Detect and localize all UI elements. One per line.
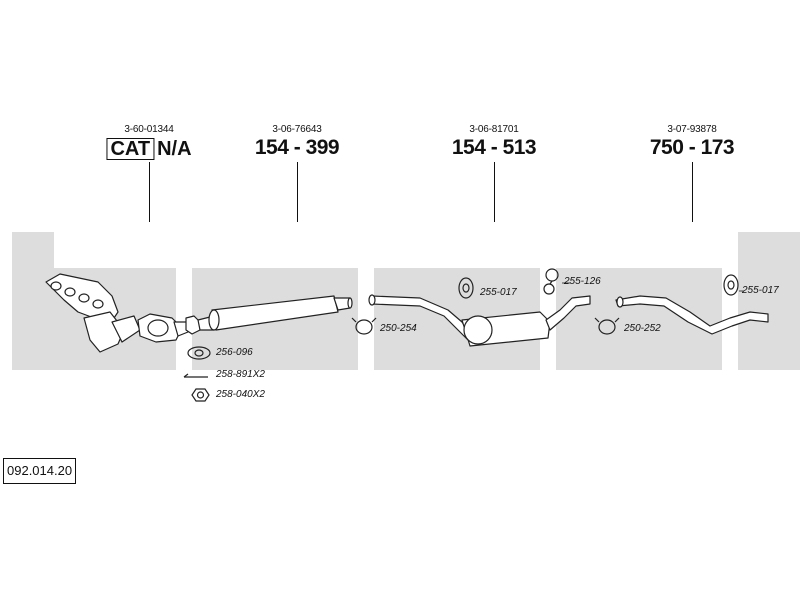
rubber-mount-icon	[458, 277, 474, 299]
nut-icon	[191, 388, 210, 402]
oe-ref-1: 3-60-01344	[124, 124, 174, 135]
cat-badge: CAT	[106, 138, 155, 160]
rubber-mount-icon	[723, 274, 739, 296]
section-band-4b	[738, 232, 800, 370]
gasket-icon	[187, 346, 211, 360]
fitting-label-mount-2: 255-126	[564, 276, 601, 287]
fitting-label-mount-1: 255-017	[480, 287, 517, 298]
oe-ref-3: 3-06-81701	[469, 124, 519, 135]
rear-silencer-icon	[368, 294, 591, 347]
fitting-label-mount-3: 255-017	[742, 285, 779, 296]
part-no-3: 154 - 513	[451, 136, 537, 159]
rubber-mount-icon	[543, 268, 559, 295]
part-no-2: 154 - 399	[254, 136, 340, 159]
oe-ref-4: 3-07-93878	[667, 124, 717, 135]
bolt-icon	[183, 373, 208, 378]
leader-line-4	[692, 162, 693, 222]
part-no-1: N/A	[157, 138, 192, 160]
exhaust-manifold-icon	[45, 273, 141, 353]
fitting-label-clamp-2: 250-252	[624, 323, 661, 334]
fitting-label-bolt: 258-891X2	[216, 369, 265, 380]
tail-pipe-icon	[615, 295, 769, 335]
leader-line-3	[494, 162, 495, 222]
catalytic-converter-icon	[137, 313, 189, 343]
section-band-1	[12, 232, 54, 370]
fitting-label-gasket: 256-096	[216, 347, 253, 358]
oe-ref-2: 3-06-76643	[272, 124, 322, 135]
leader-line-1	[149, 162, 150, 222]
fitting-label-clamp-1: 250-254	[380, 323, 417, 334]
cat-part-no: CAT N/A	[106, 138, 192, 160]
diagram-number: 092.014.20	[3, 458, 77, 484]
fitting-label-nut: 258-040X2	[216, 389, 265, 400]
clamp-icon	[351, 317, 377, 335]
part-no-4: 750 - 173	[649, 136, 735, 159]
leader-line-2	[297, 162, 298, 222]
middle-silencer-icon	[185, 295, 353, 335]
clamp-icon	[594, 317, 620, 335]
